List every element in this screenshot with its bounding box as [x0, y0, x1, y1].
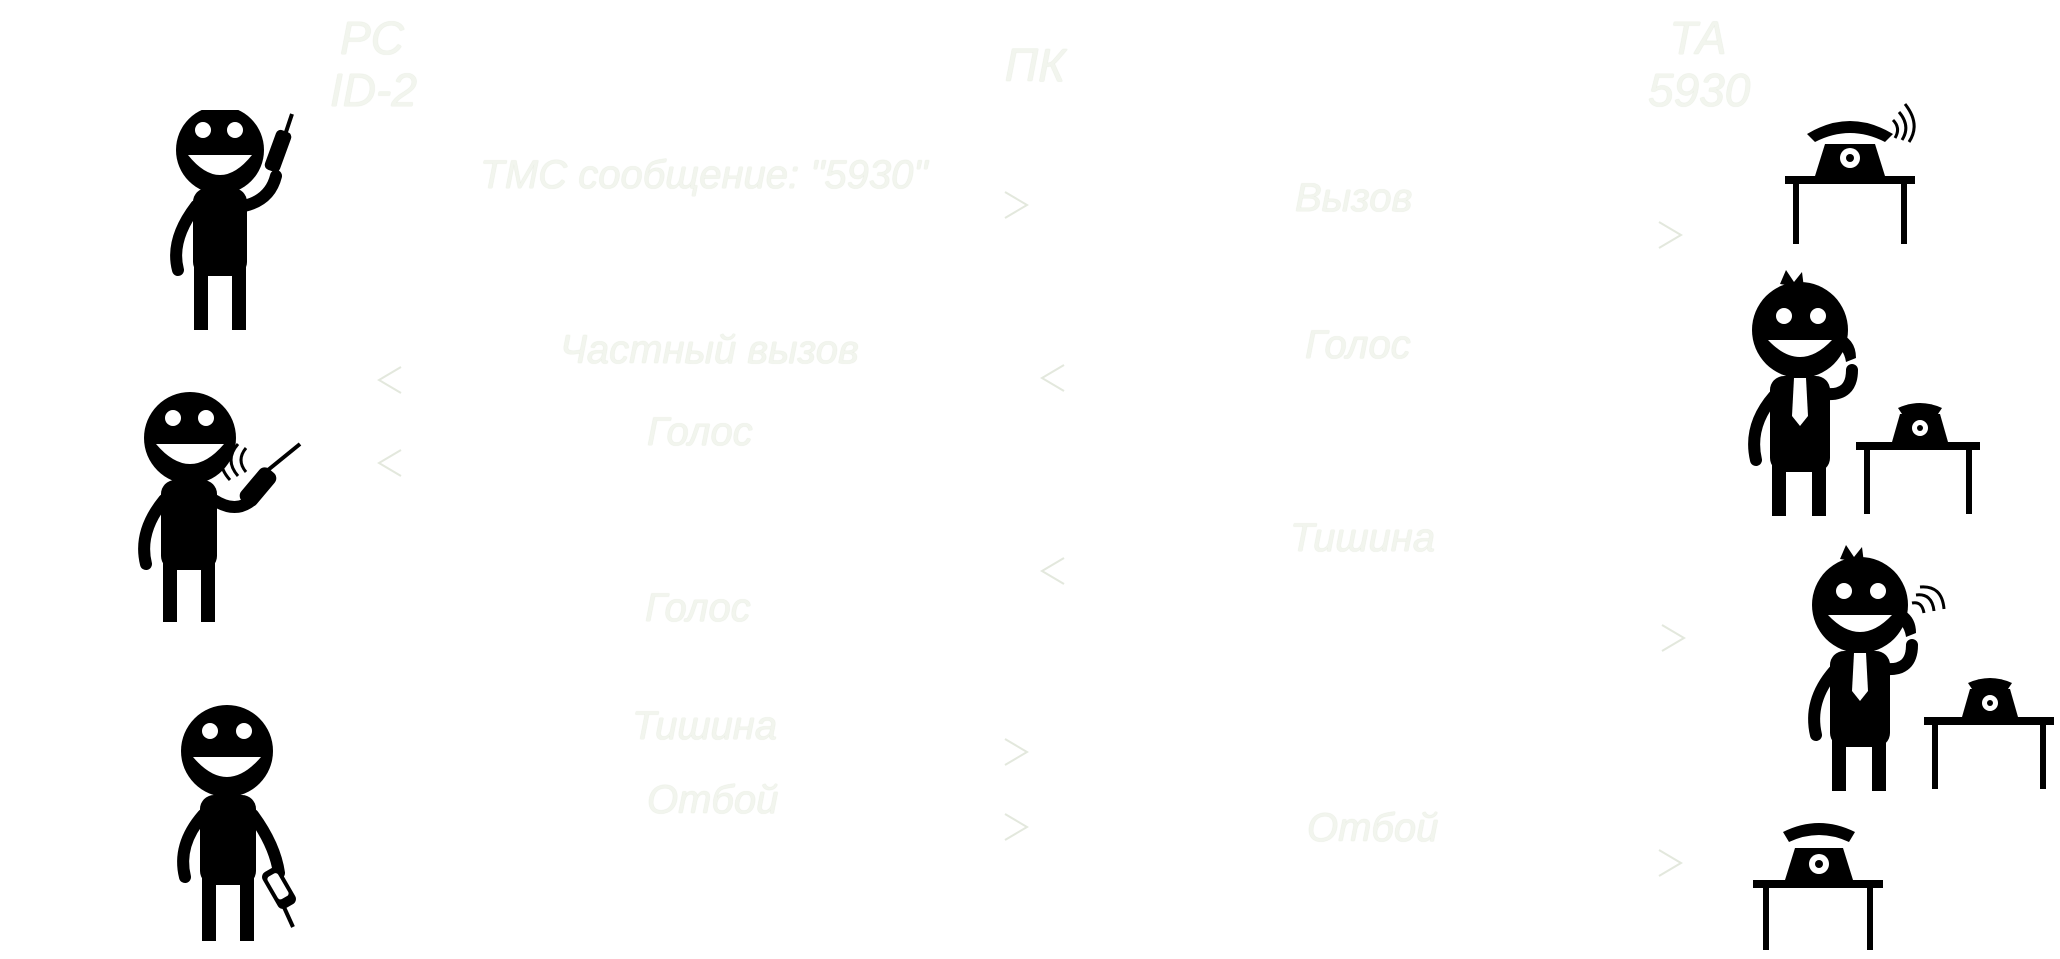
arrow-right-icon [1003, 812, 1029, 842]
ta-title: ТА [1669, 12, 1727, 64]
arrow-right-icon [1660, 623, 1686, 653]
column-header-ta: ТА 5930 [1648, 12, 1751, 116]
businessman-talking-on-phone-icon [1808, 545, 2054, 791]
arrow-right-icon [1003, 190, 1029, 220]
message-silence-pk-ta: Тишина [1290, 516, 1436, 560]
message-hangup-rs-pk: Отбой [647, 778, 779, 822]
ta-number: 5930 [1648, 64, 1751, 116]
message-private-call: Частный вызов [560, 328, 859, 372]
arrow-left-icon [377, 448, 403, 478]
message-call: Вызов [1295, 176, 1413, 220]
businessman-on-desk-phone-icon [1748, 270, 1980, 516]
idle-desk-telephone-icon [1753, 823, 1883, 950]
message-voice-rs-pk-2: Голос [645, 586, 751, 630]
person-talking-on-mobile-phone-icon [138, 392, 302, 622]
ringing-desk-telephone-icon [1785, 103, 1916, 244]
rs-id: ID-2 [330, 64, 417, 116]
message-voice-pk-ta: Голос [1305, 323, 1411, 367]
column-header-rs: РС ID-2 [330, 12, 417, 116]
arrow-right-icon [1003, 737, 1029, 767]
arrow-right-icon [1657, 220, 1683, 250]
message-voice-rs-pk-1: Голос [647, 410, 753, 454]
rs-title: РС [340, 12, 404, 64]
person-with-mobile-phone-icon [170, 110, 294, 330]
message-sms: ТМС сообщение: "5930" [480, 153, 928, 197]
column-header-pk: ПК [1004, 39, 1066, 91]
arrow-right-icon [1657, 848, 1683, 878]
person-holding-mobile-phone-icon [177, 705, 296, 941]
arrow-left-icon [377, 365, 403, 395]
message-silence-rs-pk: Тишина [632, 704, 778, 748]
arrow-left-icon [1040, 556, 1066, 586]
message-hangup-pk-ta: Отбой [1307, 806, 1439, 850]
arrow-left-icon [1040, 363, 1066, 393]
